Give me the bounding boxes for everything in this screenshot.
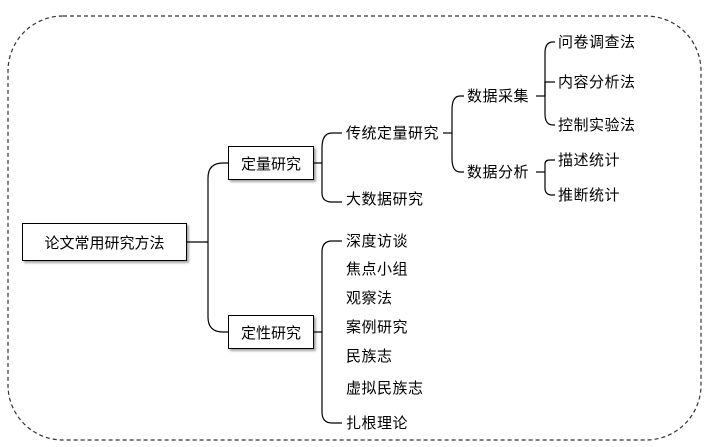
traditional-quant-node[interactable]: 传统定量研究 bbox=[346, 124, 440, 142]
analysis-method-item[interactable]: 描述统计 bbox=[558, 151, 621, 169]
qualitative-method-item[interactable]: 虚拟民族志 bbox=[346, 379, 424, 397]
quantitative-node-label: 定量研究 bbox=[240, 154, 301, 173]
collection-method-item[interactable]: 内容分析法 bbox=[558, 73, 636, 91]
connector-collect-m3 bbox=[544, 96, 555, 126]
data-analysis-node[interactable]: 数据分析 bbox=[467, 163, 530, 181]
outer-frame bbox=[7, 15, 702, 441]
connector-qual-spine-lower bbox=[321, 332, 342, 424]
qualitative-node[interactable]: 定性研究 bbox=[228, 315, 314, 349]
qualitative-method-item[interactable]: 民族志 bbox=[346, 347, 393, 365]
quantitative-node[interactable]: 定量研究 bbox=[228, 146, 314, 180]
connector-collect-m1 bbox=[544, 41, 555, 96]
connector-trad-collect bbox=[451, 95, 464, 133]
qualitative-method-item[interactable]: 案例研究 bbox=[346, 318, 409, 336]
data-collection-node[interactable]: 数据采集 bbox=[467, 87, 530, 105]
collection-method-item[interactable]: 问卷调查法 bbox=[558, 33, 636, 51]
connector-quant-bigdata bbox=[321, 163, 342, 203]
root-node-label: 论文常用研究方法 bbox=[44, 233, 165, 252]
connector-analysis-m2 bbox=[544, 172, 555, 196]
collection-method-item[interactable]: 控制实验法 bbox=[558, 116, 636, 134]
qualitative-method-item[interactable]: 观察法 bbox=[346, 289, 393, 307]
connector-qual-spine bbox=[321, 240, 342, 332]
bigdata-node[interactable]: 大数据研究 bbox=[346, 190, 424, 208]
qualitative-method-item[interactable]: 深度访谈 bbox=[346, 232, 409, 250]
root-node[interactable]: 论文常用研究方法 bbox=[22, 223, 187, 261]
connector-collect-m2 bbox=[544, 81, 555, 96]
qualitative-method-item[interactable]: 焦点小组 bbox=[346, 260, 409, 278]
analysis-method-item[interactable]: 推断统计 bbox=[558, 186, 621, 204]
connector-analysis-m1 bbox=[544, 159, 555, 172]
connector-quant-trad bbox=[321, 132, 342, 163]
connector-root-qual bbox=[207, 242, 228, 333]
qualitative-node-label: 定性研究 bbox=[240, 323, 301, 342]
connector-trad-analysis bbox=[451, 133, 464, 173]
qualitative-method-item[interactable]: 扎根理论 bbox=[346, 414, 409, 432]
connector-root-quant bbox=[207, 162, 228, 242]
